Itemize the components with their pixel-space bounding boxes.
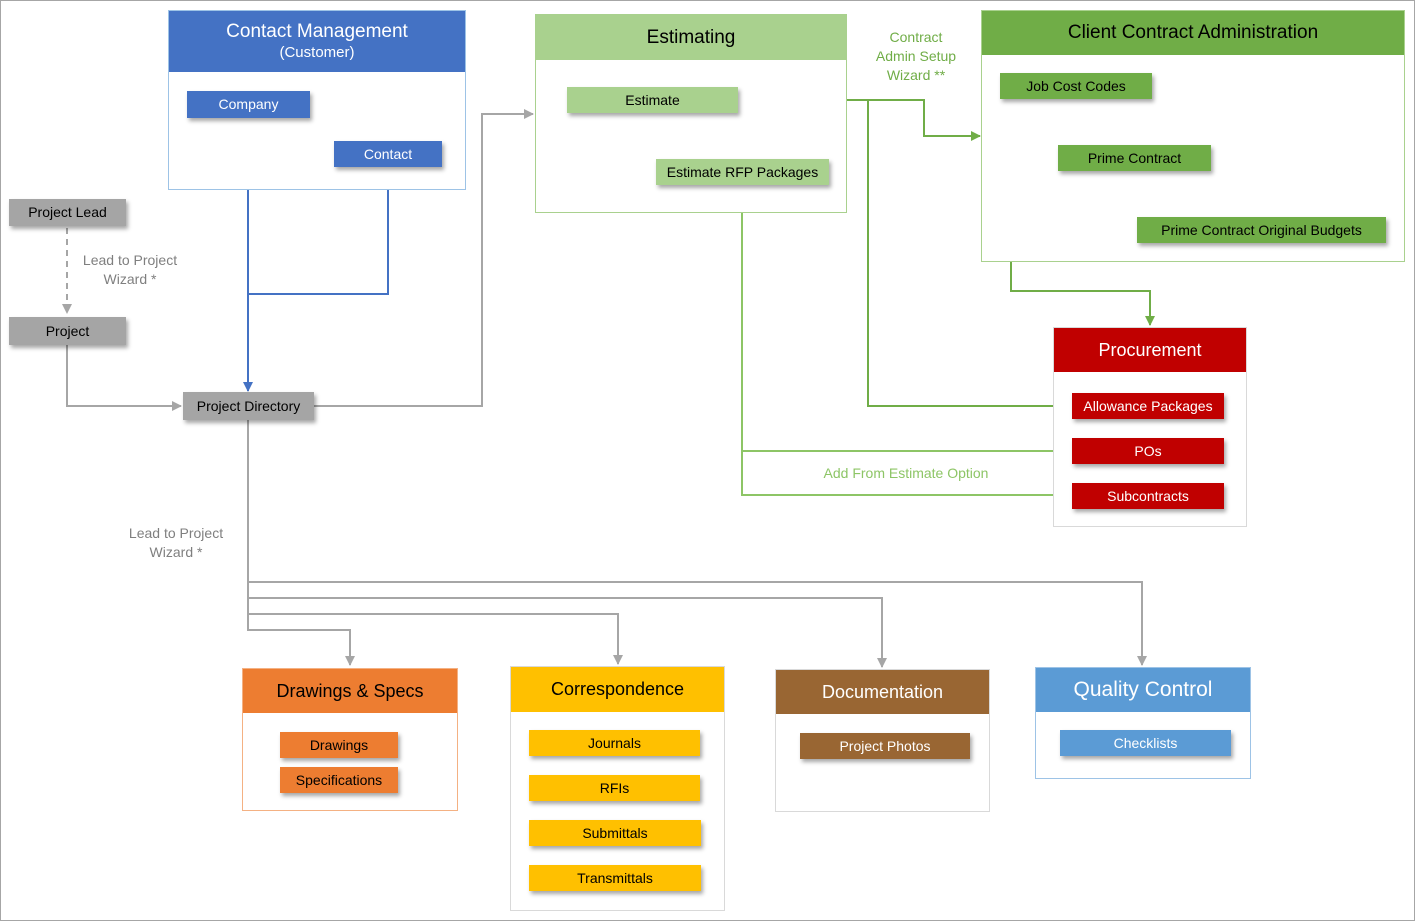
link-contact-directory — [248, 167, 389, 295]
submittals-node[interactable]: Submittals — [529, 820, 701, 846]
lead-to-project-label-2: Lead to Project Wizard * — [128, 525, 224, 560]
estimating-header: Estimating — [536, 15, 846, 60]
link-estimate-allowance — [867, 100, 1070, 411]
link-project-directory — [66, 345, 182, 411]
link-directory-correspondence — [248, 613, 623, 665]
project-photos-node[interactable]: Project Photos — [800, 733, 970, 759]
link-rfp-subcontracts — [741, 451, 1070, 500]
contact-node[interactable]: Contact — [334, 141, 442, 167]
contract-admin-setup-label: Contract Admin Setup Wizard ** — [875, 29, 957, 83]
quality-control-header: Quality Control — [1036, 668, 1250, 712]
project-directory-node[interactable]: Project Directory — [183, 392, 314, 420]
specifications-node[interactable]: Specifications — [280, 767, 398, 793]
add-from-estimate-label: Add From Estimate Option — [823, 465, 989, 481]
documentation-header: Documentation — [776, 670, 989, 714]
checklists-node[interactable]: Checklists — [1060, 730, 1231, 756]
prime-contract-node[interactable]: Prime Contract — [1058, 145, 1211, 171]
client-contract-header: Client Contract Administration — [982, 11, 1404, 55]
job-cost-codes-node[interactable]: Job Cost Codes — [1000, 73, 1152, 99]
quality-control-group: Quality Control — [1035, 667, 1251, 779]
pos-node[interactable]: POs — [1072, 438, 1224, 464]
link-directory-quality — [248, 581, 1147, 666]
transmittals-node[interactable]: Transmittals — [529, 865, 701, 891]
prime-contract-original-budgets-node[interactable]: Prime Contract Original Budgets — [1137, 217, 1386, 243]
company-node[interactable]: Company — [187, 91, 310, 118]
lead-to-project-label: Lead to Project Wizard * — [82, 252, 178, 287]
link-directory-drawings — [247, 420, 355, 666]
rfis-node[interactable]: RFIs — [529, 775, 700, 801]
link-directory-documentation — [248, 597, 887, 668]
project-node[interactable]: Project — [9, 317, 126, 345]
client-contract-group: Client Contract Administration — [981, 10, 1405, 262]
drawings-specs-header: Drawings & Specs — [243, 669, 457, 713]
contact-management-header: Contact Management (Customer) — [169, 11, 465, 72]
estimate-rfp-packages-node[interactable]: Estimate RFP Packages — [656, 159, 829, 185]
allowance-packages-node[interactable]: Allowance Packages — [1072, 393, 1224, 419]
correspondence-header: Correspondence — [511, 667, 724, 712]
contact-management-title: Contact Management — [226, 21, 408, 42]
project-lead-node[interactable]: Project Lead — [9, 199, 126, 226]
subcontracts-node[interactable]: Subcontracts — [1072, 483, 1224, 509]
procurement-header: Procurement — [1054, 328, 1246, 372]
contact-management-subtitle: (Customer) — [279, 44, 355, 61]
drawings-node[interactable]: Drawings — [280, 732, 398, 758]
link-directory-estimating — [314, 109, 534, 407]
estimate-node[interactable]: Estimate — [567, 87, 738, 113]
journals-node[interactable]: Journals — [529, 730, 700, 756]
